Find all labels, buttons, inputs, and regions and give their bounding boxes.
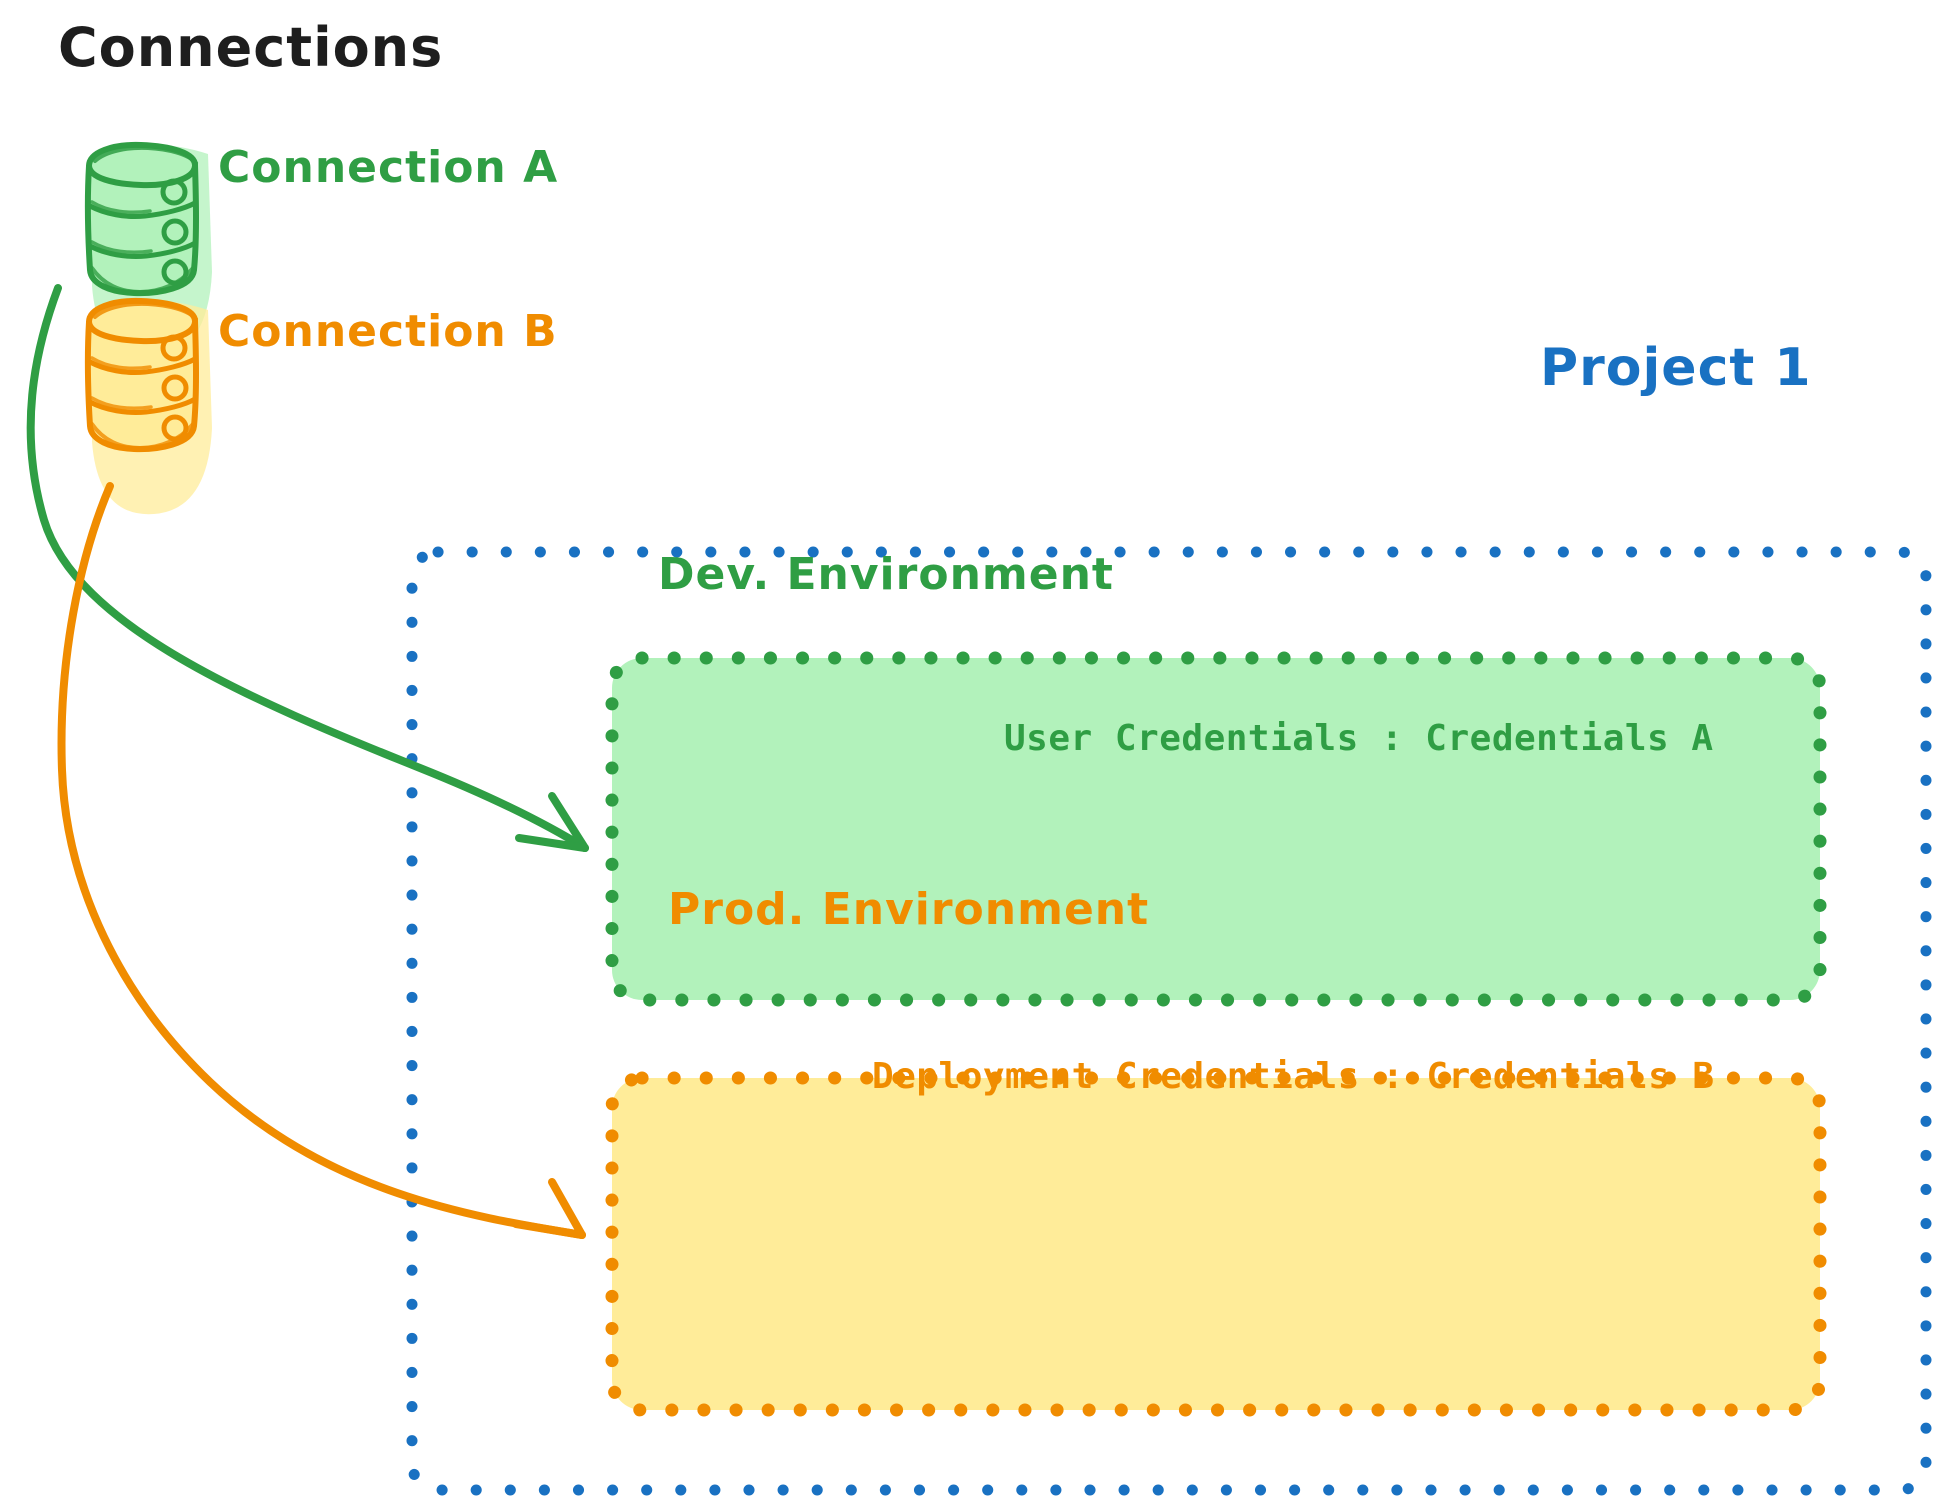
arrow-connection-a-to-dev <box>26 284 589 852</box>
prod-environment-title: Prod. Environment <box>668 884 1150 935</box>
dev-environment-credentials: User Credentials : Credentials A <box>1004 718 1714 759</box>
connection-b-label[interactable]: Connection B <box>218 306 558 357</box>
database-icon-connection-b[interactable] <box>84 297 212 515</box>
project-1-container[interactable] <box>406 546 1932 1496</box>
prod-environment-box[interactable] <box>605 1071 1827 1417</box>
arrow-connection-b-to-prod <box>57 482 586 1239</box>
dev-environment-title: Dev. Environment <box>658 549 1114 600</box>
prod-environment-credentials: Deployment Credentials : Credentials B <box>872 1056 1715 1097</box>
project-1-label: Project 1 <box>1540 338 1812 398</box>
connection-a-label[interactable]: Connection A <box>218 142 559 193</box>
page-title: Connections <box>58 16 444 79</box>
dev-environment-box[interactable] <box>605 651 1827 1007</box>
